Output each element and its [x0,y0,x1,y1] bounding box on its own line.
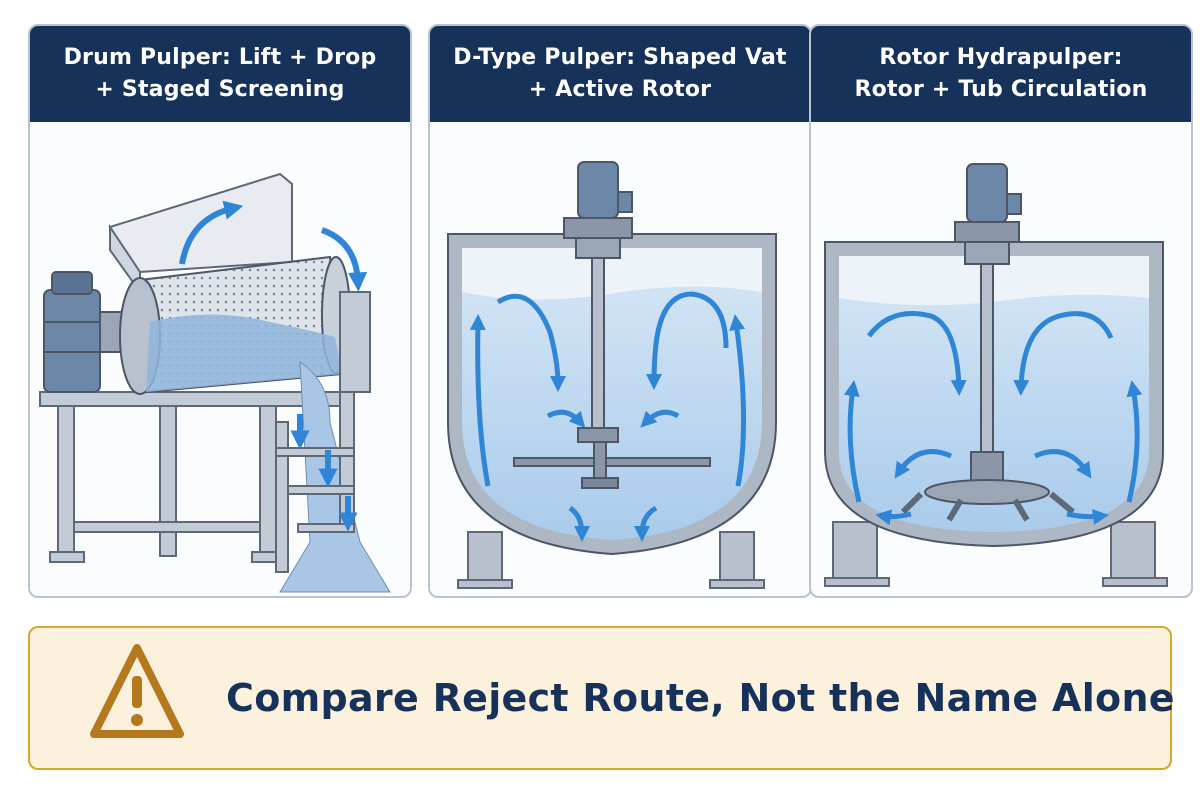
panel-title: Drum Pulper: Lift + Drop + Staged Screen… [63,45,377,102]
drum-pulper-illustration [39,172,391,593]
d-type-pulper-illustration [447,161,777,589]
warning-banner: Compare Reject Route, Not the Name Alone [28,626,1175,770]
d-type-pulper-panel: D-Type Pulper: Shaped Vat + Active Rotor [428,24,812,598]
banner-message: Compare Reject Route, Not the Name Alone [226,676,1175,720]
warning-triangle-icon [90,644,184,738]
drum-pulper-panel: Drum Pulper: Lift + Drop + Staged Screen… [28,24,412,598]
panel-header: D-Type Pulper: Shaped Vat + Active Rotor [430,26,810,122]
rotor-hydrapulper-illustration [824,163,1168,587]
panel-header: Rotor Hydrapulper: Rotor + Tub Circulati… [811,26,1191,122]
panel-title: D-Type Pulper: Shaped Vat + Active Rotor [453,45,787,102]
panel-header: Drum Pulper: Lift + Drop + Staged Screen… [30,26,410,122]
rotor-hydrapulper-panel: Rotor Hydrapulper: Rotor + Tub Circulati… [809,24,1193,598]
panel-title: Rotor Hydrapulper: Rotor + Tub Circulati… [854,45,1148,102]
